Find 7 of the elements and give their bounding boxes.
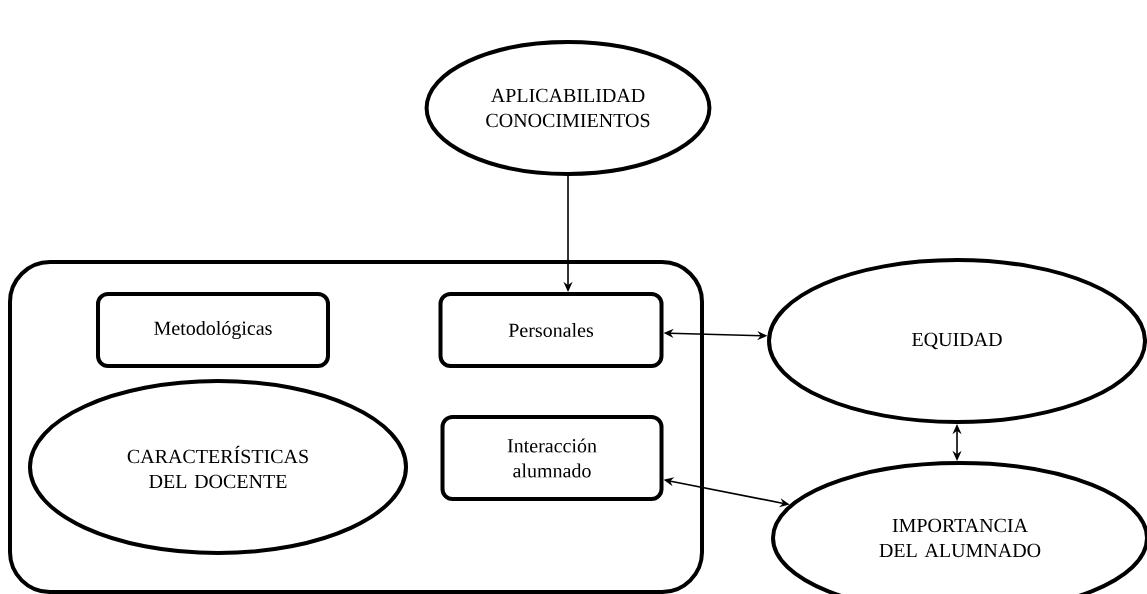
rounded-box: Interacción alumnado [440, 415, 664, 501]
ellipse-node: CARACTERÍSTICAS DEL DOCENTE [28, 379, 408, 555]
rounded-box: Metodológicas [96, 292, 330, 368]
group-frame [8, 260, 704, 594]
rounded-box: Personales [438, 292, 664, 368]
ellipse-node: APLICABILIDAD CONOCIMIENTOS [424, 40, 712, 176]
ellipse-node: EQUIDAD [767, 258, 1147, 424]
